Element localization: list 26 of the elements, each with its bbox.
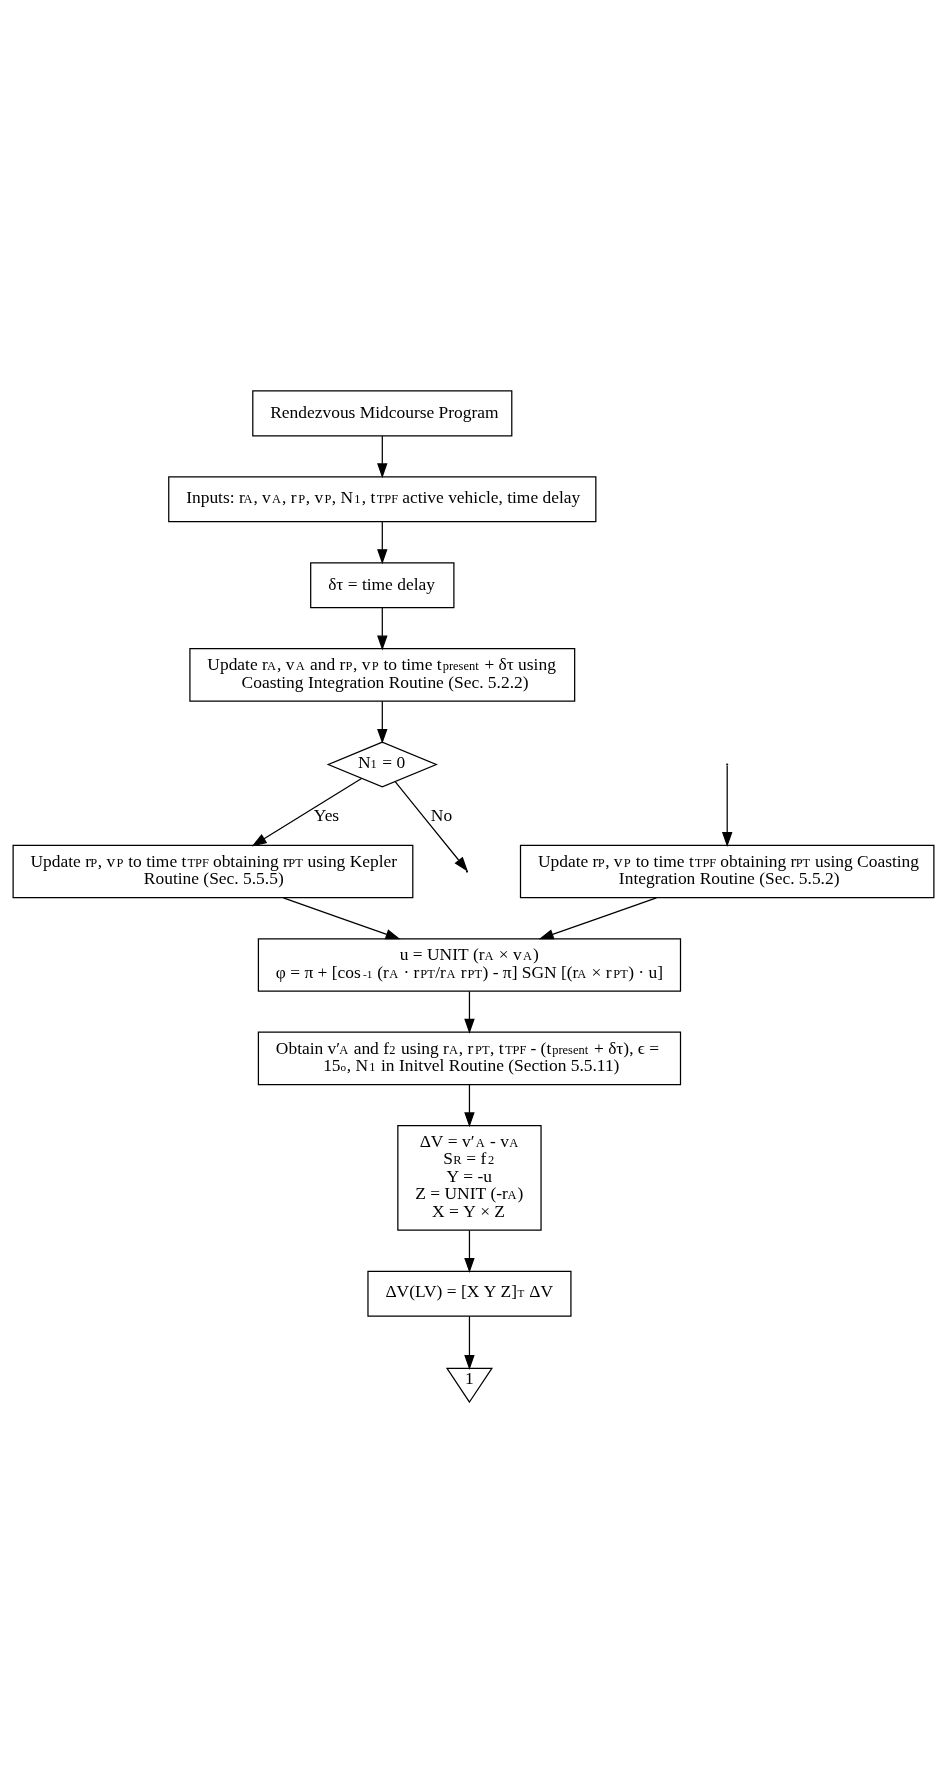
node-diamond: N1 = 0 <box>326 740 438 788</box>
arrow <box>251 777 363 846</box>
arrow <box>464 1315 475 1370</box>
arrow <box>377 606 388 650</box>
node-box: Update rP, vP to time tTPF obtaining rPT using Kepler Routine (Sec. 5.5.5) <box>12 844 414 898</box>
node-box: ΔV(LV) = [X Y Z]T ΔV <box>367 1270 572 1317</box>
arrow <box>377 520 388 564</box>
arrow <box>282 896 401 939</box>
node-box: Update rP, vP to time tTPF obtaining rPT using Coasting Integration Routine (Sec. 5.5.2) <box>519 844 935 898</box>
node-box: δτ = time delay <box>310 561 455 608</box>
node-box: ΔV = v′A - vA SR = f2 Y = -u Z = UNIT (-rA) X = Y × Z <box>397 1124 542 1231</box>
node-box: Inputs: rA, vA, rP, vP, N1, tTPF active vehicle, time delay <box>168 475 597 522</box>
arrow <box>464 1229 475 1273</box>
node-box: Rendezvous Midcourse Program <box>252 389 513 436</box>
arrow <box>721 764 733 847</box>
arrow <box>464 990 475 1034</box>
arrow <box>377 435 388 478</box>
arrow <box>464 1083 475 1127</box>
arrow <box>394 780 469 872</box>
node-box: u = UNIT (rA × vA) φ = π + [cos-1 (rA · rPT/rA rPT) - π] SGN [(rA × rPT) · u] <box>257 937 682 992</box>
arrow <box>377 700 388 744</box>
node-box: Obtain v′A and f2 using rA, rPT, tTPF - (tpresent + δτ), ϵ = 15o, N1 in Initvel Routine (Section 5.5.11) <box>257 1031 682 1085</box>
edge-label: No <box>430 804 453 825</box>
node-box: Update rA, vA and rP, vP to time tpresent + δτ using Coasting Integration Routine (Sec. 5.2.2) <box>189 647 576 702</box>
arrow <box>538 896 658 939</box>
edge-label: Yes <box>313 804 340 825</box>
